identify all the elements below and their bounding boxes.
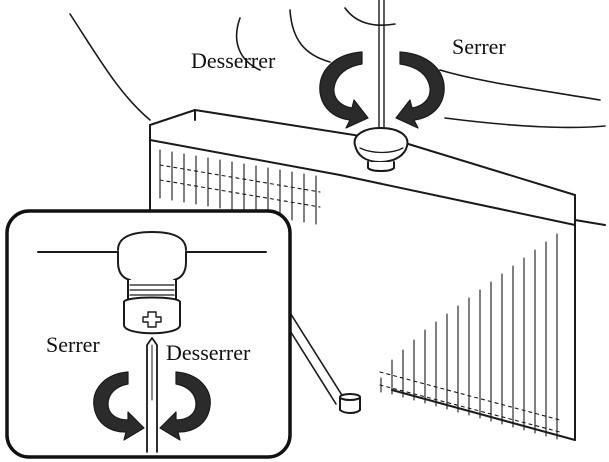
top-loosen-arrow <box>319 51 369 129</box>
projector-foot <box>339 393 361 414</box>
label-inset-loosen: Desserrer <box>166 340 251 365</box>
hand-outline <box>69 7 606 129</box>
inset-callout <box>5 209 292 459</box>
label-inset-tighten: Serrer <box>46 332 100 357</box>
label-top-loosen: Desserrer <box>191 48 276 73</box>
inset-tighten-arrow <box>93 371 145 441</box>
vent-grille-bottom <box>379 233 561 440</box>
adjuster-knob <box>353 127 409 172</box>
label-top-tighten: Serrer <box>452 34 506 59</box>
inset-loosen-arrow <box>159 371 211 441</box>
vent-grille-top <box>159 149 321 225</box>
screwdriver-shaft <box>378 0 385 136</box>
top-tighten-arrow <box>395 51 445 129</box>
